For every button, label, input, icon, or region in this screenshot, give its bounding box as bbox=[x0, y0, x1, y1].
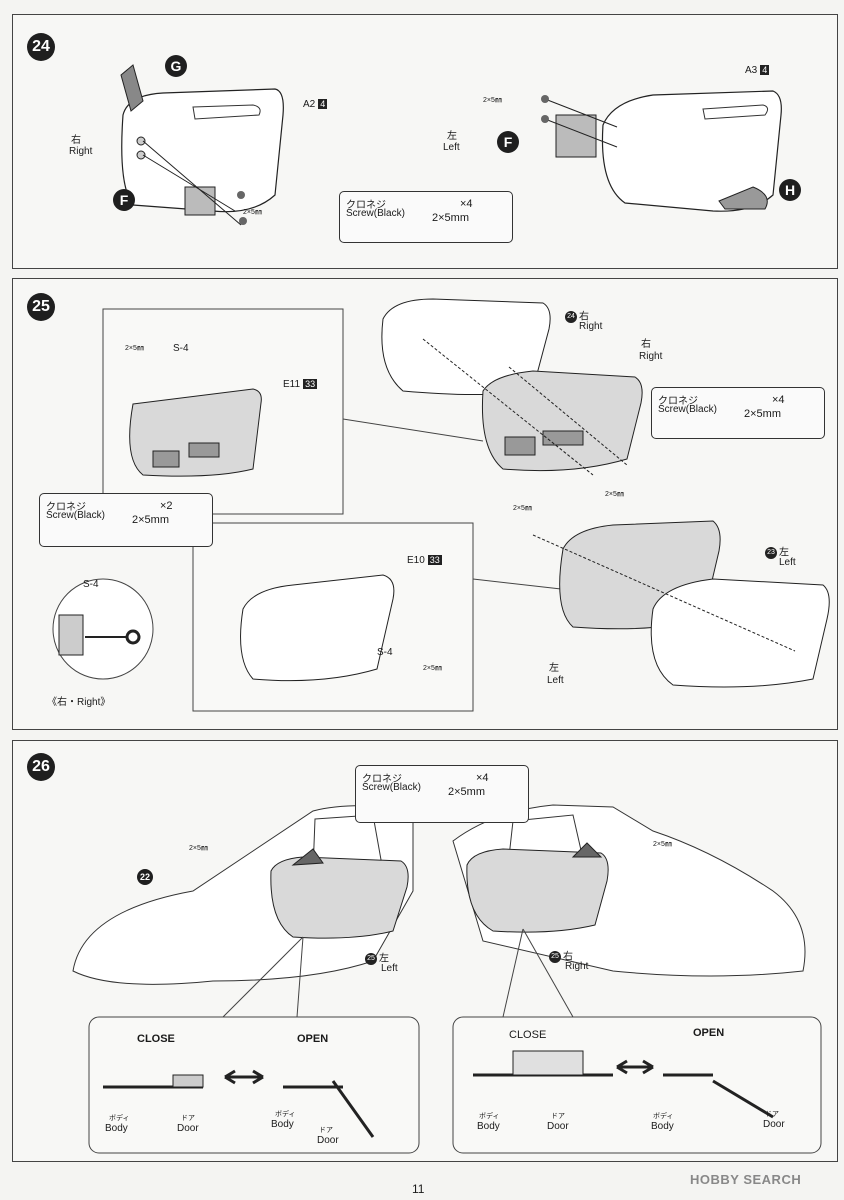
screw-qty: ×2 bbox=[160, 500, 173, 512]
door-label-jp: ドア bbox=[181, 1115, 195, 1122]
step-26-panel: 26 クロネジ Screw(Black) ×4 2×5mm 2×5㎜ 2×5㎜ … bbox=[12, 740, 838, 1162]
screw-qty: ×4 bbox=[772, 394, 785, 406]
screw-label-en: Screw(Black) bbox=[46, 510, 105, 521]
screw-label-jp: クロネジ bbox=[46, 502, 86, 513]
body-label-jp: ボディ bbox=[109, 1115, 130, 1122]
left-label-jp: 左 bbox=[549, 663, 559, 674]
screw-callout: クロネジ Screw(Black) ×4 2×5mm bbox=[339, 191, 513, 243]
screw-size: 2×5mm bbox=[448, 786, 485, 798]
body-label-jp: ボディ bbox=[479, 1113, 500, 1120]
marker-f: F bbox=[113, 189, 135, 211]
part-a2-box: 4 bbox=[318, 99, 328, 109]
right-label-jp: 右 bbox=[71, 135, 81, 146]
right-label-en: Right bbox=[69, 146, 93, 157]
part-s4-label: S-4 bbox=[173, 343, 189, 354]
door-label-en: Door bbox=[547, 1121, 569, 1132]
ref-step-24-badge: 24 bbox=[565, 311, 577, 323]
screw-size-label: 2×5㎜ bbox=[125, 345, 144, 352]
open-heading: OPEN bbox=[693, 1027, 725, 1039]
close-heading: CLOSE bbox=[137, 1033, 175, 1045]
screw-size-label: 2×5㎜ bbox=[513, 505, 532, 512]
left-label-en: Left bbox=[381, 963, 398, 974]
left-label-en: Left bbox=[547, 675, 564, 686]
screw-size-label: 2×5㎜ bbox=[605, 491, 624, 498]
ref-step-25-badge: 25 bbox=[549, 951, 561, 963]
marker-f: F bbox=[497, 131, 519, 153]
body-label-en: Body bbox=[105, 1123, 128, 1134]
screw-size: 2×5mm bbox=[432, 212, 469, 224]
body-label-en: Body bbox=[271, 1119, 294, 1130]
detail-caption: 《右・Right》 bbox=[47, 697, 111, 708]
screw-label-en: Screw(Black) bbox=[346, 208, 405, 219]
screw-callout: クロネジ Screw(Black) ×4 2×5mm bbox=[651, 387, 825, 439]
screw-size: 2×5mm bbox=[132, 514, 169, 526]
screw-label-jp: クロネジ bbox=[658, 396, 698, 407]
screw-size-label: 2×5㎜ bbox=[243, 209, 262, 216]
door-label-jp: ドア bbox=[319, 1127, 333, 1134]
screw-size-label: 2×5㎜ bbox=[423, 665, 442, 672]
screw-callout: クロネジ Screw(Black) ×4 2×5mm bbox=[355, 765, 529, 823]
body-label-en: Body bbox=[477, 1121, 500, 1132]
door-label-en: Door bbox=[763, 1119, 785, 1130]
ref-step-23-en: Left bbox=[779, 557, 796, 568]
close-heading: CLOSE bbox=[509, 1029, 547, 1041]
marker-h: H bbox=[779, 179, 801, 201]
door-label-en: Door bbox=[177, 1123, 199, 1134]
step-number-badge: 25 bbox=[27, 293, 55, 321]
screw-size-label: 2×5㎜ bbox=[653, 841, 672, 848]
step-number-badge: 24 bbox=[27, 33, 55, 61]
left-label-en: Left bbox=[443, 142, 460, 153]
right-label-en: Right bbox=[639, 351, 663, 362]
body-label-jp: ボディ bbox=[653, 1113, 674, 1120]
screw-label-jp: クロネジ bbox=[346, 200, 386, 211]
step-25-illustration bbox=[52, 298, 830, 712]
part-s4-label: S-4 bbox=[83, 579, 99, 590]
page-number: 11 bbox=[412, 1182, 425, 1196]
step-number-badge: 26 bbox=[27, 753, 55, 781]
screw-size-label: 2×5㎜ bbox=[483, 97, 502, 104]
right-label-en: Right bbox=[565, 961, 589, 972]
screw-qty: ×4 bbox=[460, 198, 473, 210]
open-heading: OPEN bbox=[297, 1033, 329, 1045]
step-26-illustration bbox=[72, 802, 822, 1154]
screw-callout: クロネジ Screw(Black) ×2 2×5mm bbox=[39, 493, 213, 547]
marker-g: G bbox=[165, 55, 187, 77]
ref-step-24-en: Right bbox=[579, 321, 603, 332]
body-label-jp: ボディ bbox=[275, 1111, 296, 1118]
part-s4-label: S-4 bbox=[377, 647, 393, 658]
door-label-en: Door bbox=[317, 1135, 339, 1146]
screw-label-en: Screw(Black) bbox=[658, 404, 717, 415]
body-label-en: Body bbox=[651, 1121, 674, 1132]
ref-step-23-badge: 23 bbox=[765, 547, 777, 559]
part-e10-box: 33 bbox=[427, 555, 442, 565]
part-e11-box: 33 bbox=[303, 379, 318, 389]
screw-label-jp: クロネジ bbox=[362, 774, 402, 785]
part-a3-box: 4 bbox=[760, 65, 770, 75]
left-label-jp: 左 bbox=[447, 131, 457, 142]
screw-size: 2×5mm bbox=[744, 408, 781, 420]
screw-label-en: Screw(Black) bbox=[362, 782, 421, 793]
screw-qty: ×4 bbox=[476, 772, 489, 784]
ref-step-22: 22 bbox=[137, 869, 153, 885]
hobby-search-watermark: HOBBY SEARCH bbox=[690, 1172, 802, 1187]
ref-step-25-badge: 25 bbox=[365, 953, 377, 965]
screw-size-label: 2×5㎜ bbox=[189, 845, 208, 852]
door-label-jp: ドア bbox=[551, 1113, 565, 1120]
door-label-jp: ドア bbox=[765, 1111, 779, 1118]
right-label-jp: 右 bbox=[641, 339, 651, 350]
